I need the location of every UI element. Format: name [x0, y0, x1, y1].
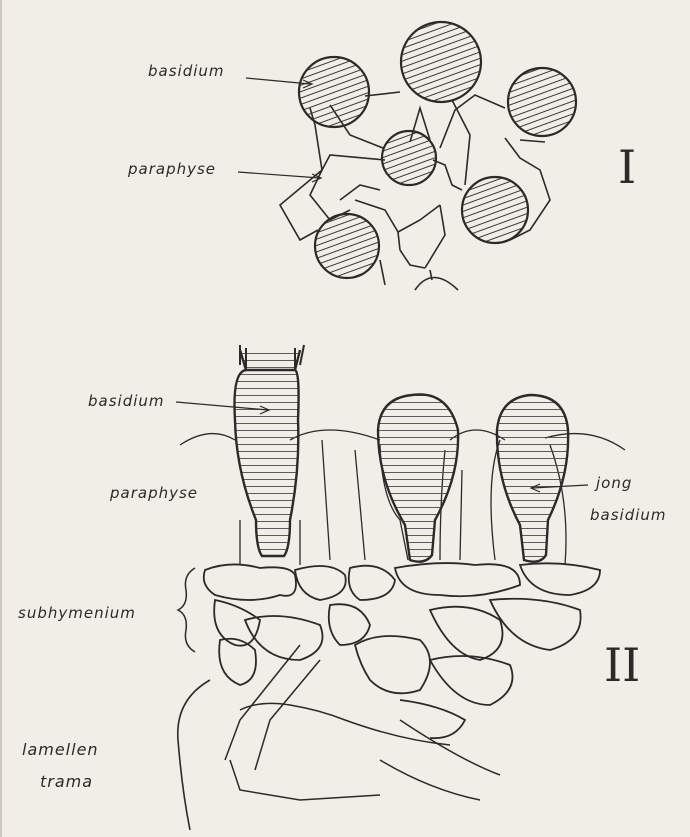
label-lamellen: lamellen	[22, 740, 99, 759]
subhymenium-cells	[204, 563, 600, 738]
young-basidium-1	[378, 394, 458, 561]
trama-boundary	[178, 680, 210, 830]
figure-numeral-two: II	[604, 638, 640, 692]
label-paraphyse-top: paraphyse	[128, 160, 216, 178]
label-paraphyse-bottom: paraphyse	[110, 484, 198, 502]
label-subhymenium: subhymenium	[18, 604, 136, 622]
label-basidium-bottom: basidium	[88, 392, 165, 410]
figure-numeral-one: I	[618, 140, 636, 194]
subhymenium-brace	[178, 568, 195, 652]
label-jong: jong	[596, 474, 632, 492]
label-jong-basidium: basidium	[590, 506, 667, 524]
label-basidium-top: basidium	[148, 62, 225, 80]
basidia-circles-top	[299, 22, 576, 278]
young-basidium-2	[497, 395, 568, 562]
label-trama: trama	[40, 772, 93, 791]
figure-one	[238, 22, 576, 290]
mature-basidium	[234, 350, 300, 556]
figure-two	[176, 345, 625, 830]
